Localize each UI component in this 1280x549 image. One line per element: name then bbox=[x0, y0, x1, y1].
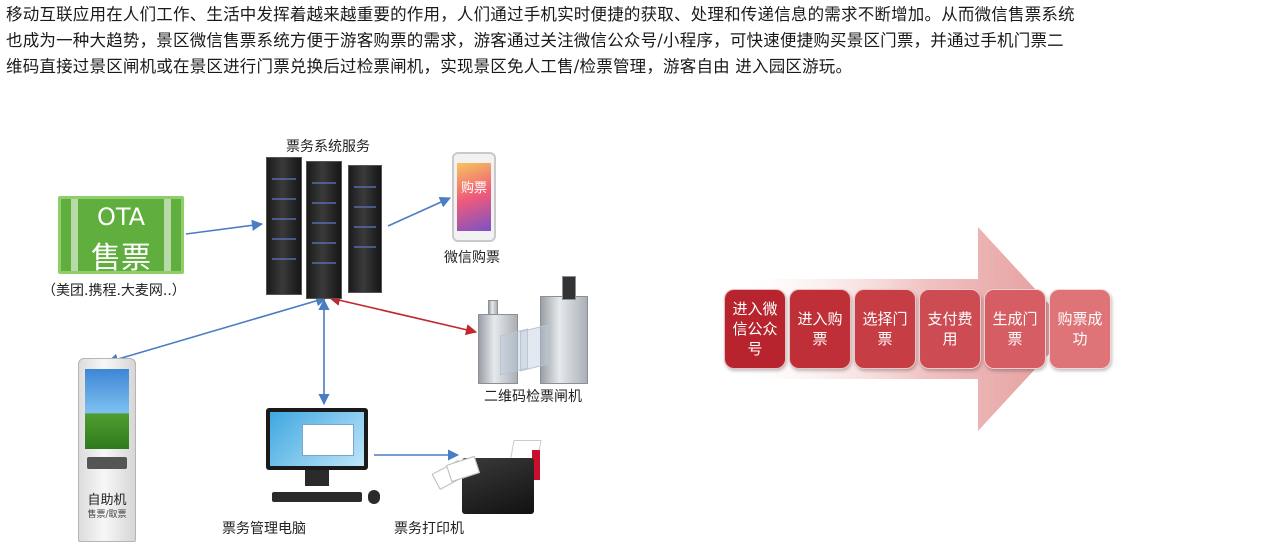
process-step-label: 选择门票 bbox=[862, 310, 908, 348]
process-step-label: 进入购票 bbox=[797, 310, 843, 348]
kiosk-sublabel: 售票/取票 bbox=[87, 510, 127, 520]
intro-line-3: 维码直接过景区闸机或在景区进行门票兑换后过检票闸机，实现景区免人工售/检票管理，… bbox=[6, 57, 853, 76]
process-step-label: 生成门票 bbox=[992, 310, 1038, 348]
pc-label: 票务管理电脑 bbox=[222, 521, 306, 537]
self-service-kiosk-icon: 自助机 售票/取票 bbox=[78, 358, 136, 542]
connector-arrows bbox=[106, 197, 478, 461]
ota-title: OTA bbox=[96, 203, 146, 231]
ota-caption: （美团.携程.大麦网..） bbox=[42, 283, 186, 299]
phone-screen-text: 购票 bbox=[460, 181, 487, 196]
process-step-label: 支付费用 bbox=[927, 310, 973, 348]
process-step-1: 进入微信公众号 bbox=[724, 289, 786, 369]
arrow-server-to-gate bbox=[328, 294, 478, 336]
ticket-printer-icon bbox=[462, 440, 542, 514]
process-step-5: 生成门票 bbox=[984, 289, 1046, 369]
process-step-label: 进入微信公众号 bbox=[732, 300, 778, 358]
process-step-2: 进入购票 bbox=[789, 289, 851, 369]
arrow-server-to-kiosk bbox=[106, 295, 328, 365]
process-step-label: 购票成功 bbox=[1057, 310, 1103, 348]
purchase-process-flow: 进入微信公众号进入购票选择门票支付费用生成门票购票成功 bbox=[720, 225, 1120, 435]
ticketing-system-diagram: 票务系统服务 OTA 售票 （美团.携程.大麦网..） 购票 微信购票 二维码检… bbox=[0, 100, 640, 549]
process-step-3: 选择门票 bbox=[854, 289, 916, 369]
phone-label: 微信购票 bbox=[444, 250, 500, 266]
arrow-server-to-phone bbox=[387, 197, 452, 227]
server-rack-icon bbox=[266, 157, 386, 299]
ota-sales-badge: OTA 售票 bbox=[58, 196, 184, 274]
arrow-ota-to-server bbox=[185, 219, 264, 235]
process-step-6: 购票成功 bbox=[1049, 289, 1111, 369]
ota-subtitle: 售票 bbox=[91, 241, 151, 274]
smartphone-icon: 购票 bbox=[452, 152, 496, 242]
kiosk-label: 自助机 bbox=[87, 493, 127, 508]
server-label: 票务系统服务 bbox=[286, 139, 370, 155]
intro-text: 移动互联应用在人们工作、生活中发挥着越来越重要的作用，人们通过手机实时便捷的获取… bbox=[6, 2, 1216, 80]
intro-line-2: 也成为一种大趋势，景区微信售票系统方便于游客购票的需求，游客通过关注微信公众号/… bbox=[6, 31, 1064, 50]
printer-label: 票务打印机 bbox=[394, 521, 464, 537]
intro-line-1: 移动互联应用在人们工作、生活中发挥着越来越重要的作用，人们通过手机实时便捷的获取… bbox=[6, 5, 1075, 24]
gate-label: 二维码检票闸机 bbox=[484, 389, 582, 405]
process-step-4: 支付费用 bbox=[919, 289, 981, 369]
